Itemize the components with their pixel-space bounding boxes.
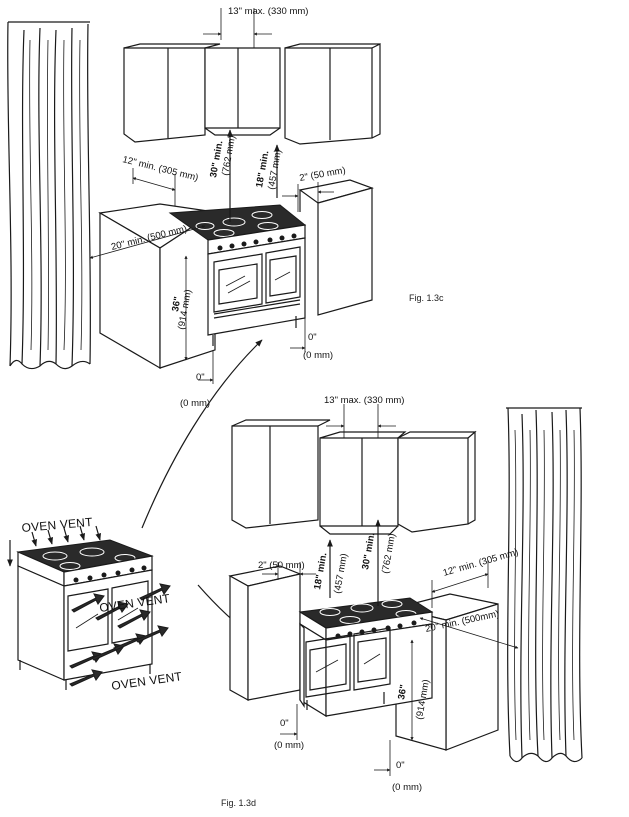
zero-right-mm-c: (0 mm) — [303, 350, 333, 361]
hood-height-label-d: 30" min. — [360, 532, 377, 571]
cabinet-height-label-d: 18" min. — [312, 552, 329, 591]
counter-gap-label-d: 2" (50 mm) — [258, 560, 305, 571]
figure-1-3d: 13" max. (330 mm) — [221, 395, 583, 808]
right-counter-c — [298, 179, 374, 316]
zero-right-label-d: 0" — [396, 760, 405, 771]
zero-left-mm-c: (0 mm) — [180, 398, 210, 409]
figure-caption-c: Fig. 1.3c — [409, 293, 444, 303]
dim-13-max-label-d: 13" max. (330 mm) — [324, 395, 404, 406]
zero-right-label-c: 0" — [308, 332, 317, 343]
vent-arrows-bottom — [69, 625, 169, 687]
zero-left-label-d: 0" — [280, 718, 289, 729]
upper-cabinets — [123, 43, 381, 145]
dim-13-max-c: 13" max. (330 mm) — [203, 6, 308, 48]
zero-left-label-c: 0" — [196, 372, 205, 383]
oven-vent-label-top: OVEN VENT — [21, 515, 94, 535]
dimension-lines-d — [262, 519, 519, 776]
connector-arrow-up — [141, 339, 263, 529]
cabinet-height-mm-d: (457 mm) — [332, 553, 350, 595]
oven-vent-detail: OVEN VENT OVEN VENT OVEN VENT — [7, 515, 183, 693]
hood-height-mm-c: (762 mm) — [220, 135, 238, 177]
dim-13-max-label-c: 13" max. (330 mm) — [228, 6, 308, 17]
counter-height-label-c: 36" — [170, 296, 183, 313]
curtain-right — [506, 407, 583, 763]
figure-caption-d: Fig. 1.3d — [221, 798, 256, 808]
counter-gap-label-c: 2" (50 mm) — [299, 165, 347, 184]
upper-cabinets-d — [231, 419, 477, 535]
left-counter-d — [228, 565, 303, 702]
curtain-left — [7, 21, 92, 370]
dimension-lines-c — [89, 129, 334, 384]
zero-right-mm-d: (0 mm) — [392, 782, 422, 793]
vent-arrows-middle — [71, 583, 171, 629]
vent-arrows-top — [7, 525, 101, 567]
figure-1-3c: 13" max. (330 mm) — [7, 6, 444, 409]
dim-13-max-d: 13" max. (330 mm) — [324, 395, 404, 438]
hood-height-mm-d: (762 mm) — [380, 533, 398, 575]
range-d — [298, 597, 434, 718]
zero-left-mm-d: (0 mm) — [274, 740, 304, 751]
oven-vent-label-bottom: OVEN VENT — [110, 669, 183, 693]
counter-height-label-d: 36" — [396, 684, 409, 701]
